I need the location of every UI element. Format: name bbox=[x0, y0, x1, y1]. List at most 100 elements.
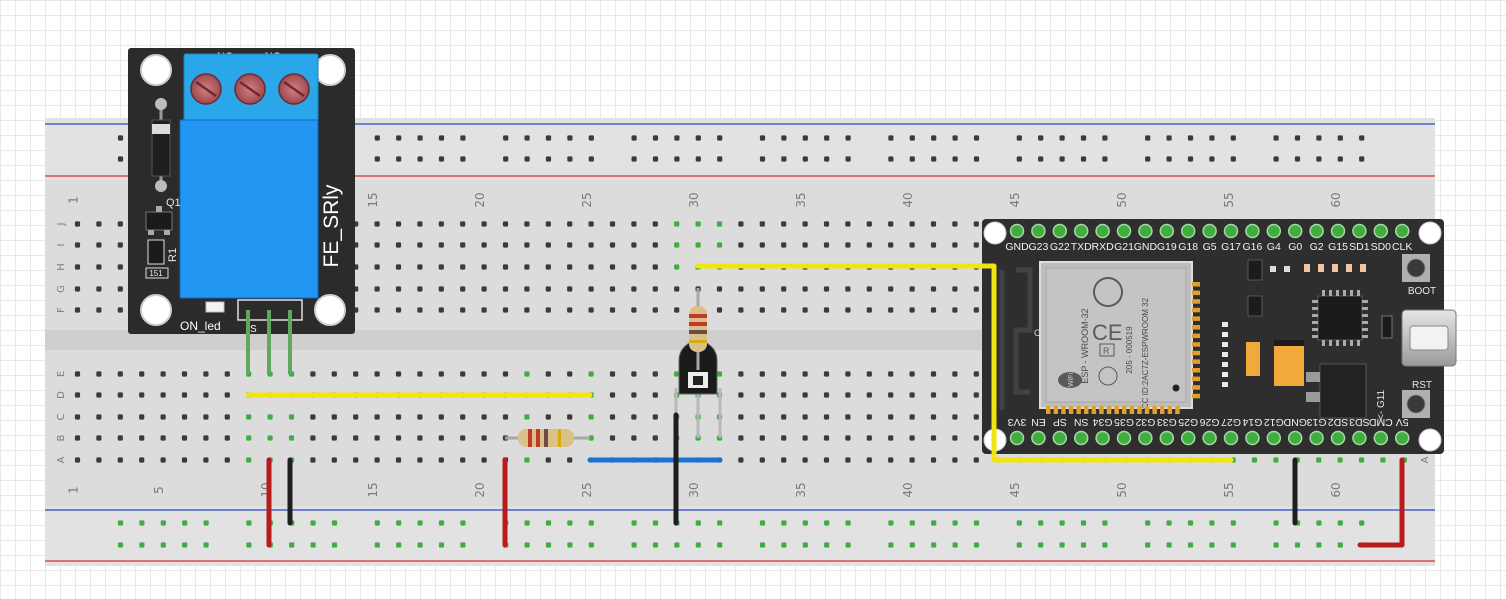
power-rail-hole bbox=[909, 135, 915, 141]
breadboard-hole bbox=[460, 371, 466, 377]
mount-hole bbox=[140, 294, 172, 326]
breadboard-hole bbox=[716, 307, 723, 313]
esp32-header-pin bbox=[1159, 223, 1175, 239]
breadboard-hole bbox=[738, 221, 744, 227]
wires bbox=[245, 263, 1405, 548]
breadboard-hole bbox=[930, 414, 937, 420]
power-rail-hole bbox=[460, 135, 466, 141]
power-rail-hole bbox=[1059, 542, 1065, 548]
power-rail-hole bbox=[1294, 135, 1301, 141]
breadboard-hole bbox=[74, 435, 81, 441]
breadboard-hole bbox=[695, 242, 701, 248]
power-rail-hole bbox=[1038, 135, 1044, 141]
breadboard-hole bbox=[246, 457, 252, 463]
esp32-pin-label: GND bbox=[1134, 241, 1158, 253]
esp32-pin-label: SD1 bbox=[1349, 241, 1370, 253]
esp32-header-pin bbox=[1309, 223, 1324, 239]
on-led bbox=[205, 301, 225, 313]
esp32-header-pin bbox=[1373, 430, 1389, 446]
column-number: 15 bbox=[366, 482, 380, 497]
esp32-pin-label: G25 bbox=[1178, 416, 1198, 428]
breadboard-hole bbox=[866, 242, 872, 248]
breadboard-hole bbox=[930, 221, 937, 227]
esp32-pin-label: G23 bbox=[1028, 241, 1048, 253]
breadboard-hole bbox=[567, 457, 573, 463]
esp32-header-pin bbox=[1309, 430, 1324, 446]
power-rail-hole bbox=[246, 542, 252, 548]
relay-pin-legs bbox=[246, 310, 292, 374]
power-rail-hole bbox=[1273, 520, 1279, 526]
r1-label: R1 bbox=[167, 248, 179, 262]
breadboard-hole bbox=[460, 414, 466, 420]
power-rail-hole bbox=[652, 542, 659, 548]
signal-pin-label: S bbox=[250, 324, 257, 335]
breadboard-hole bbox=[909, 371, 915, 377]
esp32-header-pin bbox=[1180, 430, 1196, 446]
breadboard-hole bbox=[203, 457, 209, 463]
power-rail-hole bbox=[1038, 156, 1044, 162]
esp32-header-pin bbox=[1330, 430, 1346, 446]
power-rail-hole bbox=[888, 520, 894, 526]
breadboard-hole bbox=[96, 371, 102, 377]
esp32-pin-label: G15 bbox=[1328, 241, 1348, 253]
power-rail-hole bbox=[417, 156, 423, 162]
power-rail-hole bbox=[1230, 520, 1236, 526]
power-rail-hole bbox=[1187, 156, 1194, 162]
breadboard-hole bbox=[952, 371, 958, 377]
breadboard-hole bbox=[845, 221, 851, 227]
power-rail-hole bbox=[203, 542, 209, 548]
breadboard-hole bbox=[674, 286, 680, 292]
power-rail-hole bbox=[1316, 156, 1322, 162]
breadboard-hole bbox=[759, 286, 765, 292]
breadboard-hole bbox=[438, 221, 444, 227]
relay-module: NC NO FE_SRly Q1 R1 151 ON_led S bbox=[128, 48, 355, 335]
breadboard-hole bbox=[1251, 457, 1258, 463]
power-rail-hole bbox=[1145, 156, 1151, 162]
breadboard-hole bbox=[674, 307, 680, 313]
breadboard-hole bbox=[74, 392, 81, 398]
power-rail-hole bbox=[438, 135, 445, 141]
power-rail-hole bbox=[759, 135, 766, 141]
row-letter: A bbox=[56, 456, 67, 463]
esp32-header-pin bbox=[1352, 430, 1367, 446]
breadboard-hole bbox=[888, 286, 894, 292]
power-rail-hole bbox=[1337, 542, 1343, 548]
power-rail-hole bbox=[824, 520, 830, 526]
breadboard-hole bbox=[567, 414, 573, 420]
esp32-pin-label: G21 bbox=[1114, 241, 1134, 253]
power-rail-hole bbox=[781, 520, 787, 526]
esp32-pin-label: G16 bbox=[1242, 241, 1262, 253]
column-number: 50 bbox=[1115, 192, 1129, 207]
smd-resistor-r1 bbox=[147, 239, 165, 265]
esp32-pin-label: CLK bbox=[1392, 241, 1412, 253]
power-rail-hole bbox=[545, 520, 552, 526]
breadboard-hole bbox=[738, 392, 744, 398]
esp32-pin-label: G5 bbox=[1203, 241, 1217, 253]
breadboard-hole bbox=[438, 414, 444, 420]
breadboard-hole bbox=[845, 435, 851, 441]
power-rail-hole bbox=[759, 520, 766, 526]
power-rail-hole bbox=[781, 135, 787, 141]
power-rail-hole bbox=[203, 520, 209, 526]
breadboard-hole bbox=[117, 414, 123, 420]
breadboard-hole bbox=[845, 242, 851, 248]
breadboard-hole bbox=[160, 392, 166, 398]
breadboard-hole bbox=[417, 264, 423, 270]
breadboard-hole bbox=[374, 221, 380, 227]
power-rail-hole bbox=[802, 156, 808, 162]
breadboard-hole bbox=[952, 414, 958, 420]
esp32-pin-label: SD3 bbox=[1349, 416, 1370, 428]
module-pads bbox=[1046, 282, 1228, 414]
esp32-pin-label: 5V bbox=[1396, 416, 1409, 428]
breadboard-hole bbox=[524, 221, 530, 227]
row-letter: F bbox=[56, 307, 67, 313]
power-rail-hole bbox=[1016, 135, 1022, 141]
esp32-header-pin bbox=[1138, 430, 1153, 446]
power-rail-hole bbox=[524, 156, 530, 162]
mount-hole bbox=[314, 294, 346, 326]
esp32-pin-label: GND bbox=[1283, 416, 1307, 428]
esp32-header-pin bbox=[1223, 223, 1239, 239]
power-rail-hole bbox=[1316, 542, 1322, 548]
rst-label: RST bbox=[1412, 380, 1432, 391]
breadboard-hole bbox=[588, 242, 594, 248]
